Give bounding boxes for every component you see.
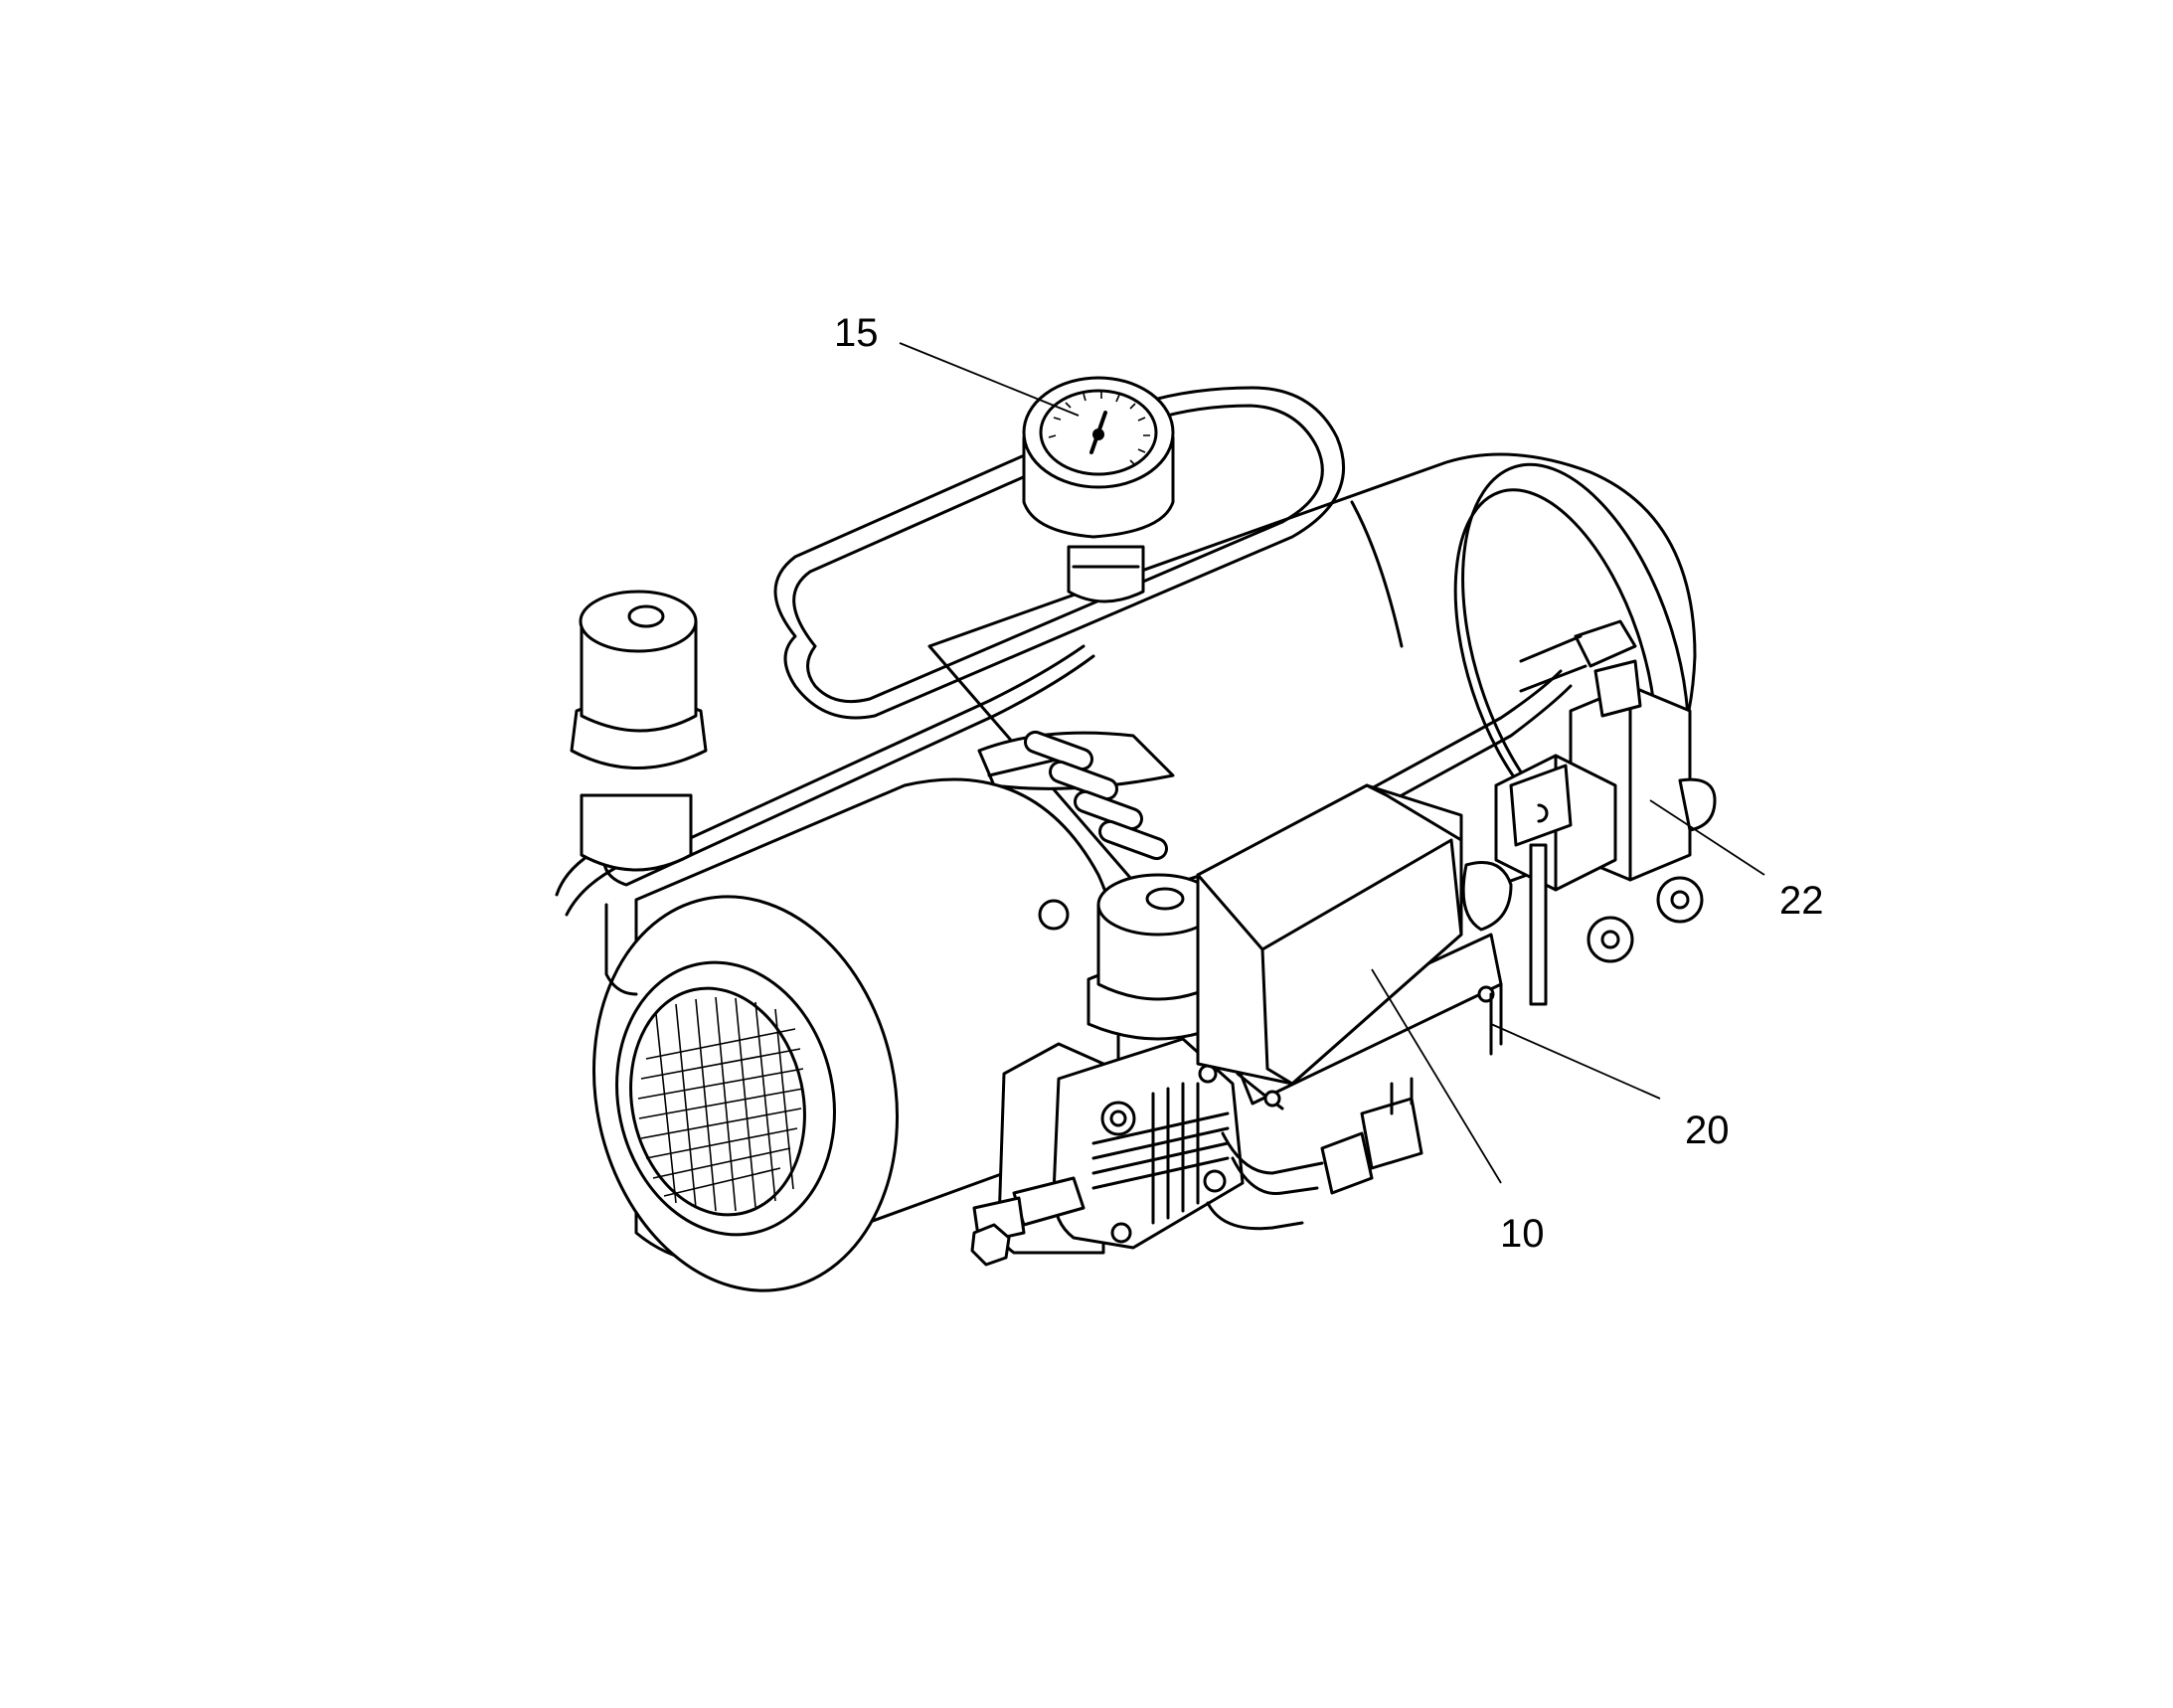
leader-22 <box>1649 799 1765 876</box>
junction-box <box>1196 783 1503 1110</box>
callout-22: 22 <box>1779 879 1824 923</box>
lower-piping <box>1206 1077 1423 1231</box>
leader-10 <box>1371 968 1502 1184</box>
left-filter-cap <box>570 590 708 872</box>
pump-head <box>970 1037 1245 1267</box>
callout-10: 10 <box>1500 1212 1545 1256</box>
solenoid-valve <box>1461 619 1717 1006</box>
leader-20 <box>1490 1023 1661 1100</box>
leader-15 <box>899 342 1080 417</box>
motor-fan-grille <box>637 996 804 1212</box>
callout-20: 20 <box>1685 1109 1730 1152</box>
callout-15: 15 <box>834 311 879 355</box>
leader-lines <box>899 342 1765 1184</box>
